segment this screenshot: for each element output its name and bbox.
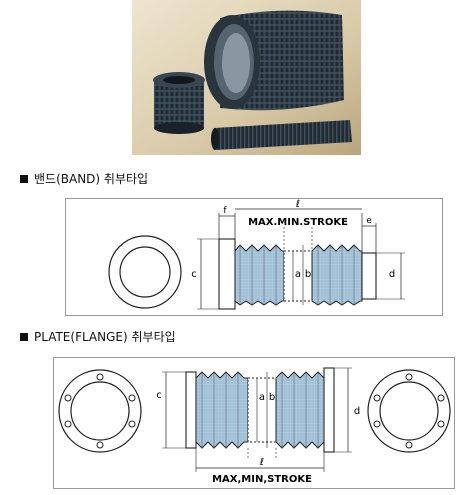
band-section-heading: 밴드(BAND) 취부타입 (20, 170, 148, 187)
square-bullet-icon (20, 174, 28, 183)
band-label-c: c (191, 269, 197, 280)
band-label-e: e (366, 216, 372, 226)
plate-bellows-right (275, 371, 325, 449)
band-label-a: a (295, 269, 301, 280)
square-bullet-icon (20, 332, 28, 341)
plate-heading-text: PLATE(FLANGE) 취부타입 (34, 330, 176, 344)
plate-stroke-gap (247, 377, 277, 443)
small-bellows-shape (153, 72, 205, 134)
plate-label-d: d (354, 406, 360, 417)
plate-label-b: b (269, 392, 275, 403)
tube-bellows-shape (211, 120, 352, 150)
plate-label-c: c (156, 390, 162, 401)
plate-section-heading: PLATE(FLANGE) 취부타입 (20, 328, 176, 345)
band-right-band (361, 252, 377, 300)
band-diagram: f ℓ MAX.MIN.STROKE e c a b d (65, 198, 443, 316)
band-left-flange (218, 238, 236, 310)
plate-label-stroke: MAX,MIN,STROKE (212, 474, 312, 485)
plate-right-end-view (367, 369, 451, 453)
plate-left-flange (185, 371, 197, 449)
plate-label-l: ℓ (260, 457, 264, 468)
band-end-view-inner (119, 246, 171, 298)
plate-right-flange (323, 367, 335, 453)
plate-label-a: a (259, 392, 265, 403)
band-bellows-left (234, 244, 285, 306)
plate-bellows-left (195, 371, 249, 449)
band-label-l: ℓ (296, 199, 300, 210)
band-bellows-right (311, 244, 363, 306)
plate-diagram: c a b d ℓ MAX,MIN,STROKE (53, 357, 455, 489)
band-label-f: f (223, 206, 227, 216)
product-photo (132, 0, 361, 155)
large-bellows-shape (204, 10, 344, 111)
band-heading-text: 밴드(BAND) 취부타입 (34, 172, 149, 186)
plate-left-end-view (58, 369, 142, 453)
band-label-stroke: MAX.MIN.STROKE (248, 217, 348, 228)
band-label-d: d (389, 269, 395, 280)
band-label-b: b (305, 269, 311, 280)
